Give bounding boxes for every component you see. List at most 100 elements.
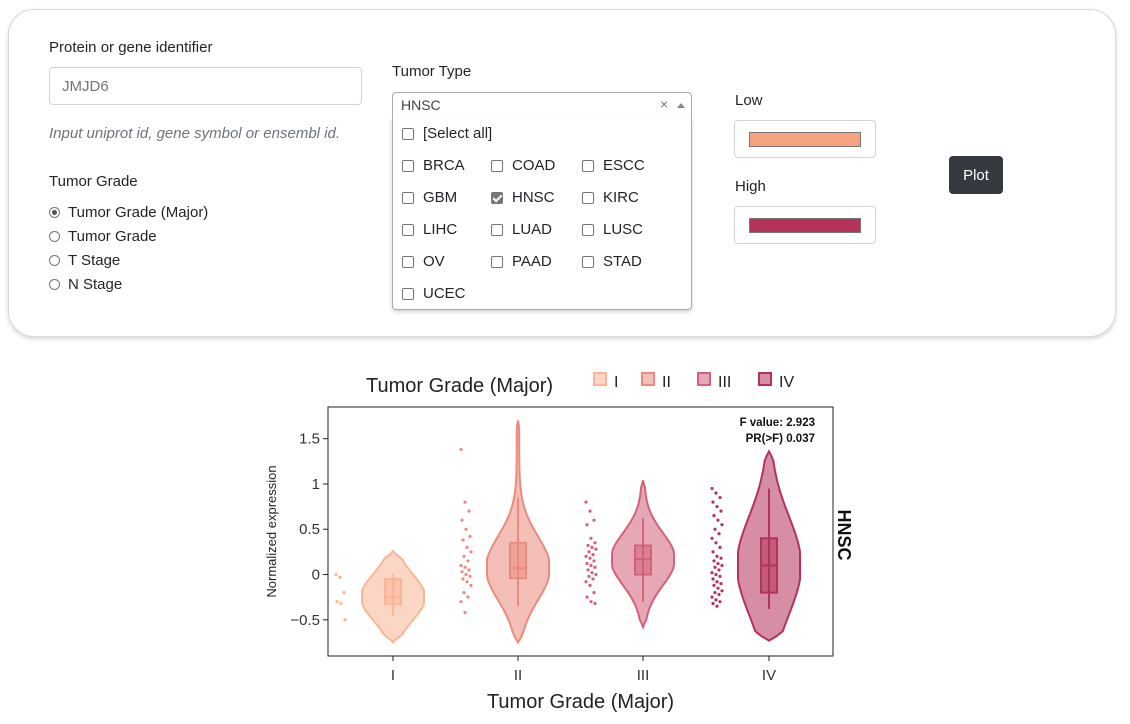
tumor-type-option[interactable]: ESCC bbox=[582, 157, 645, 174]
data-point bbox=[462, 554, 466, 558]
grade-radio[interactable] bbox=[49, 231, 60, 242]
tumor-type-option[interactable]: PAAD bbox=[491, 253, 552, 270]
data-point bbox=[714, 572, 718, 577]
data-point bbox=[590, 545, 594, 549]
data-point bbox=[716, 562, 720, 566]
data-point bbox=[710, 486, 714, 491]
tumor-type-checkbox[interactable] bbox=[582, 159, 594, 172]
tumor-type-checkbox[interactable] bbox=[491, 191, 503, 204]
data-point bbox=[469, 550, 473, 554]
high-color-swatch bbox=[749, 218, 861, 233]
data-point bbox=[593, 541, 597, 545]
tumor-type-checkbox[interactable] bbox=[582, 191, 594, 204]
tumor-type-checkbox[interactable] bbox=[402, 287, 414, 300]
data-point bbox=[714, 491, 718, 495]
data-point bbox=[714, 541, 718, 545]
tumor-type-option-label: OV bbox=[423, 253, 445, 270]
data-point bbox=[584, 500, 588, 504]
data-point bbox=[468, 534, 472, 539]
data-point bbox=[335, 600, 339, 604]
tumor-type-option[interactable]: UCEC bbox=[402, 285, 466, 302]
tumor-type-option[interactable]: COAD bbox=[491, 157, 555, 174]
tumor-type-checkbox[interactable] bbox=[491, 223, 503, 236]
data-point bbox=[711, 577, 715, 581]
data-point bbox=[589, 563, 593, 568]
data-point bbox=[711, 500, 715, 504]
data-point bbox=[338, 575, 342, 579]
tumor-type-option-label: GBM bbox=[423, 189, 458, 206]
data-point bbox=[589, 536, 593, 540]
tumor-type-option[interactable]: STAD bbox=[582, 253, 642, 270]
y-tick-label: 0 bbox=[312, 567, 320, 584]
grade-option[interactable]: T Stage bbox=[49, 252, 120, 269]
plot-button[interactable]: Plot bbox=[949, 156, 1003, 194]
x-tick-label: I bbox=[391, 667, 395, 684]
clear-selection-icon[interactable]: × bbox=[660, 96, 669, 112]
caret-up-icon[interactable] bbox=[677, 103, 685, 108]
tumor-type-option-label: PAAD bbox=[512, 253, 552, 270]
tumor-type-checkbox[interactable] bbox=[402, 191, 414, 204]
data-point bbox=[467, 568, 471, 572]
data-point bbox=[469, 583, 473, 587]
data-point bbox=[593, 601, 597, 606]
y-tick-label: −0.5 bbox=[290, 612, 320, 629]
tumor-type-option[interactable]: KIRC bbox=[582, 189, 639, 206]
data-point bbox=[712, 583, 716, 587]
grade-radio[interactable] bbox=[49, 207, 60, 218]
tumor-type-checkbox[interactable] bbox=[582, 223, 594, 236]
data-point bbox=[592, 518, 596, 522]
tumor-type-checkbox[interactable] bbox=[402, 223, 414, 236]
data-point bbox=[712, 514, 716, 518]
tumor-type-option-label: COAD bbox=[512, 157, 556, 174]
tumor-type-checkbox[interactable] bbox=[402, 255, 414, 268]
data-point bbox=[463, 500, 467, 504]
tumor-type-checkbox[interactable] bbox=[582, 255, 594, 268]
high-color-picker[interactable] bbox=[734, 206, 876, 244]
tumor-type-option-label: LUAD bbox=[512, 221, 553, 238]
data-point bbox=[718, 495, 722, 500]
data-point bbox=[594, 572, 598, 577]
grade-radio[interactable] bbox=[49, 279, 60, 290]
data-point bbox=[588, 583, 592, 587]
select-all-checkbox[interactable] bbox=[402, 127, 414, 140]
data-point bbox=[462, 591, 466, 595]
grade-option[interactable]: Tumor Grade bbox=[49, 228, 157, 245]
tumor-type-option[interactable]: HNSC bbox=[491, 189, 555, 206]
data-point bbox=[591, 577, 595, 581]
tumor-type-option[interactable]: LUAD bbox=[491, 221, 552, 238]
data-point bbox=[715, 505, 719, 509]
grade-radio[interactable] bbox=[49, 255, 60, 266]
data-point bbox=[594, 547, 598, 551]
tumor-type-checkbox[interactable] bbox=[491, 159, 503, 172]
tumor-type-select[interactable]: HNSC × bbox=[392, 92, 692, 118]
data-point bbox=[713, 591, 717, 595]
tumor-type-option-label: LIHC bbox=[423, 221, 458, 238]
data-point bbox=[584, 554, 588, 558]
box-I bbox=[384, 578, 402, 606]
data-point bbox=[463, 610, 467, 615]
data-point bbox=[463, 565, 467, 569]
grade-option[interactable]: Tumor Grade (Major) bbox=[49, 204, 208, 221]
y-tick-label: 1 bbox=[312, 476, 320, 493]
legend-swatch bbox=[641, 372, 655, 386]
tumor-type-checkbox[interactable] bbox=[491, 255, 503, 268]
data-point bbox=[720, 589, 724, 593]
low-color-picker[interactable] bbox=[734, 120, 876, 158]
data-point bbox=[460, 518, 464, 522]
tumor-type-option[interactable]: LUSC bbox=[582, 221, 643, 238]
data-point bbox=[467, 509, 471, 513]
identifier-input[interactable]: JMJD6 bbox=[49, 67, 362, 105]
data-point bbox=[587, 550, 591, 554]
select-all-option[interactable]: [Select all] bbox=[402, 125, 492, 142]
y-axis-title: Normalized expression bbox=[264, 465, 279, 597]
tumor-type-option[interactable]: LIHC bbox=[402, 221, 457, 238]
grade-option[interactable]: N Stage bbox=[49, 276, 122, 293]
data-point bbox=[720, 523, 724, 527]
tumor-type-option[interactable]: BRCA bbox=[402, 157, 465, 174]
grade-option-label: Tumor Grade bbox=[68, 228, 157, 245]
tumor-type-option[interactable]: GBM bbox=[402, 189, 457, 206]
data-point bbox=[466, 595, 470, 599]
tumor-type-checkbox[interactable] bbox=[402, 159, 414, 172]
tumor-type-option[interactable]: OV bbox=[402, 253, 445, 270]
tumor-type-option-label: ESCC bbox=[603, 157, 645, 174]
